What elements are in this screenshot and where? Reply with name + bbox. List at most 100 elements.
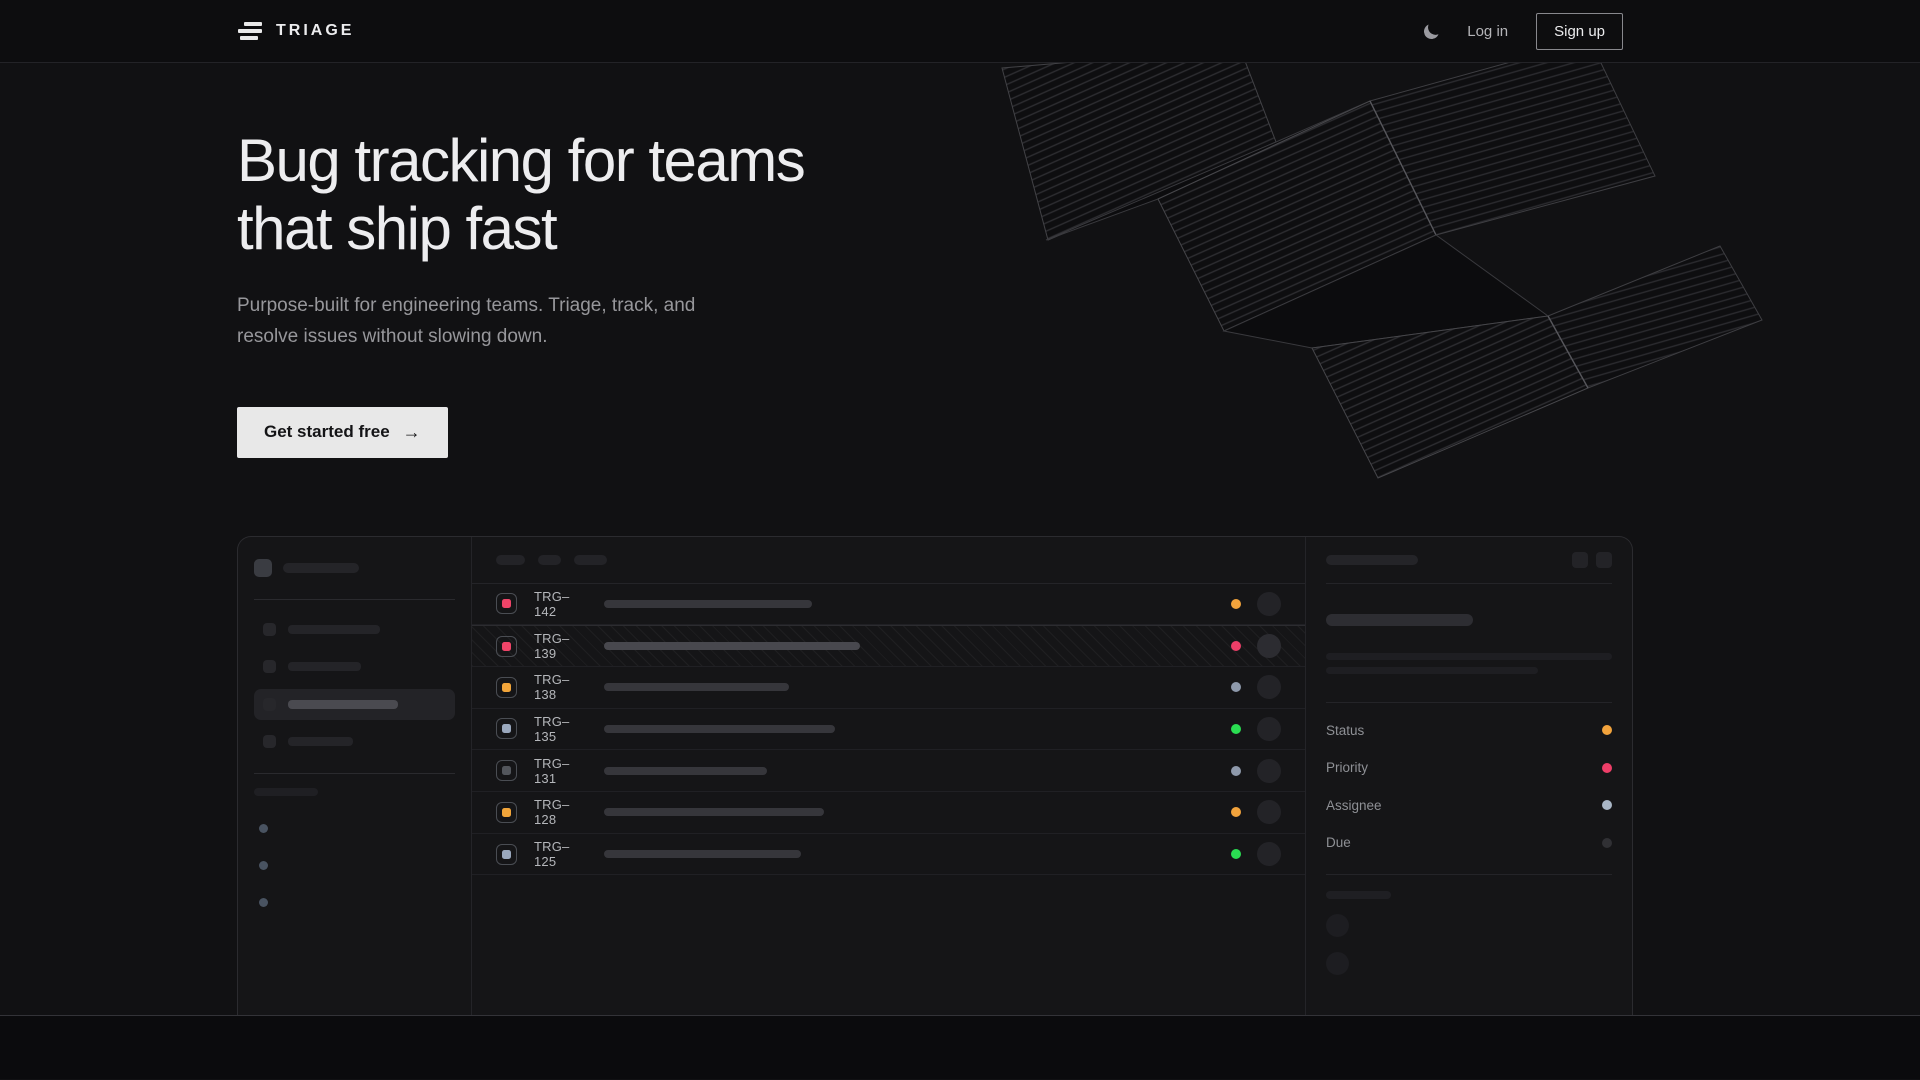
status-dot — [1231, 807, 1241, 818]
issue-type-icon — [496, 635, 517, 657]
issue-row[interactable]: TRG–131 — [472, 750, 1305, 792]
issue-title-placeholder — [604, 766, 767, 775]
sidebar-item-active[interactable] — [254, 688, 455, 720]
issue-row[interactable]: TRG–125 — [472, 834, 1305, 876]
field-label: Status — [1326, 722, 1365, 738]
issue-id: TRG–128 — [534, 797, 570, 828]
list-tab-placeholder[interactable] — [496, 554, 525, 565]
detail-description-placeholder — [1326, 666, 1538, 674]
issue-title-placeholder — [604, 808, 824, 817]
panel-divider — [1326, 873, 1612, 875]
status-dot — [1231, 765, 1241, 776]
activity-avatar — [1326, 913, 1349, 937]
signup-button[interactable]: Sign up — [1536, 12, 1623, 50]
due-value-dot — [1602, 837, 1612, 848]
sidebar-item-placeholder — [288, 737, 353, 747]
assignee-avatar — [1257, 842, 1281, 866]
panel-action-button[interactable] — [1572, 551, 1588, 568]
issue-id: TRG–138 — [534, 672, 570, 703]
status-dot — [1231, 723, 1241, 734]
issue-type-icon — [496, 718, 517, 740]
sidebar-item-placeholder — [288, 625, 380, 635]
issue-row[interactable]: TRG–135 — [472, 709, 1305, 751]
issue-type-icon — [496, 801, 517, 823]
issue-id: TRG–135 — [534, 713, 570, 744]
detail-panel-header — [1326, 537, 1612, 584]
assignee-avatar — [1257, 591, 1281, 616]
panel-divider — [1326, 701, 1612, 703]
detail-title-placeholder — [1326, 613, 1473, 626]
hero-heading: Bug tracking for teams that ship fast — [237, 63, 1920, 263]
issue-title-placeholder — [604, 724, 835, 733]
issue-id: TRG–139 — [534, 631, 570, 662]
assignee-avatar — [1257, 758, 1281, 783]
list-tab-placeholder[interactable] — [538, 554, 561, 565]
hero-subtitle: Purpose-built for engineering teams. Tri… — [237, 294, 696, 347]
sidebar-bullet — [259, 823, 268, 833]
issue-list-header — [472, 537, 1305, 584]
app-preview-mockup: TRG–142 TRG–139 TRG–138 — [237, 535, 1633, 1015]
detail-breadcrumb-placeholder — [1326, 554, 1418, 565]
issue-detail-panel: Status Priority Assignee Due — [1306, 537, 1632, 1015]
sidebar-item[interactable] — [254, 615, 455, 645]
hero-heading-line2: that ship fast — [237, 194, 558, 262]
assignee-value-dot — [1602, 800, 1612, 811]
workspace-switcher[interactable] — [254, 558, 455, 577]
sidebar-item[interactable] — [254, 652, 455, 682]
status-dot — [1231, 598, 1241, 609]
hero-section: Bug tracking for teams that ship fast Pu… — [0, 63, 1920, 1016]
priority-value-dot — [1602, 762, 1612, 773]
issue-id: TRG–142 — [534, 588, 570, 619]
get-started-label: Get started free — [264, 422, 390, 442]
sidebar-bullet — [259, 897, 268, 907]
workspace-name-placeholder — [283, 562, 359, 573]
assignee-avatar — [1257, 634, 1281, 659]
issue-row[interactable]: TRG–128 — [472, 792, 1305, 834]
field-label: Priority — [1326, 760, 1369, 776]
arrow-right-icon: → — [402, 421, 421, 442]
sidebar-item-placeholder — [288, 662, 361, 672]
status-dot — [1231, 641, 1241, 652]
hero-heading-line1: Bug tracking for teams — [237, 127, 806, 194]
issue-row-selected[interactable]: TRG–139 — [472, 625, 1305, 667]
brand[interactable]: TRIAGE — [237, 22, 354, 40]
sidebar-divider — [254, 598, 455, 600]
nav-actions: Log in Sign up — [1423, 12, 1623, 50]
sidebar-item-icon — [263, 697, 276, 711]
status-dot — [1231, 682, 1241, 693]
detail-field-assignee[interactable]: Assignee — [1326, 787, 1612, 825]
detail-field-priority[interactable]: Priority — [1326, 749, 1612, 787]
footer-band — [0, 1016, 1920, 1079]
dark-mode-toggle-icon[interactable] — [1423, 22, 1441, 40]
detail-description-placeholder — [1326, 652, 1612, 660]
field-label: Assignee — [1326, 797, 1382, 813]
issue-list: TRG–142 TRG–139 TRG–138 — [471, 536, 1306, 1015]
detail-field-due[interactable]: Due — [1326, 824, 1612, 862]
brand-name: TRIAGE — [276, 22, 355, 39]
sidebar-item[interactable] — [254, 727, 455, 757]
sidebar-bullet — [259, 860, 268, 870]
issue-title-placeholder — [604, 599, 812, 608]
issue-id: TRG–125 — [534, 839, 570, 869]
sidebar-item-icon — [263, 735, 276, 749]
status-dot — [1231, 849, 1241, 859]
panel-action-button[interactable] — [1596, 551, 1612, 568]
field-label: Due — [1326, 835, 1351, 851]
issue-row[interactable]: TRG–142 — [472, 584, 1305, 626]
workspace-avatar — [254, 558, 272, 577]
login-link[interactable]: Log in — [1467, 22, 1509, 40]
sidebar-item-icon — [263, 660, 276, 674]
get-started-button[interactable]: Get started free → — [237, 406, 448, 458]
sidebar-item-placeholder — [288, 699, 398, 709]
issue-id: TRG–131 — [534, 755, 570, 786]
issue-row[interactable]: TRG–138 — [472, 667, 1305, 709]
detail-field-status[interactable]: Status — [1326, 712, 1612, 750]
triage-logo-icon — [237, 22, 263, 40]
activity-avatar — [1326, 951, 1349, 975]
issue-type-icon — [496, 676, 517, 698]
assignee-avatar — [1257, 675, 1281, 700]
assignee-avatar — [1257, 716, 1281, 741]
assignee-avatar — [1257, 800, 1281, 825]
status-value-dot — [1602, 725, 1612, 736]
list-tab-placeholder[interactable] — [574, 554, 607, 565]
